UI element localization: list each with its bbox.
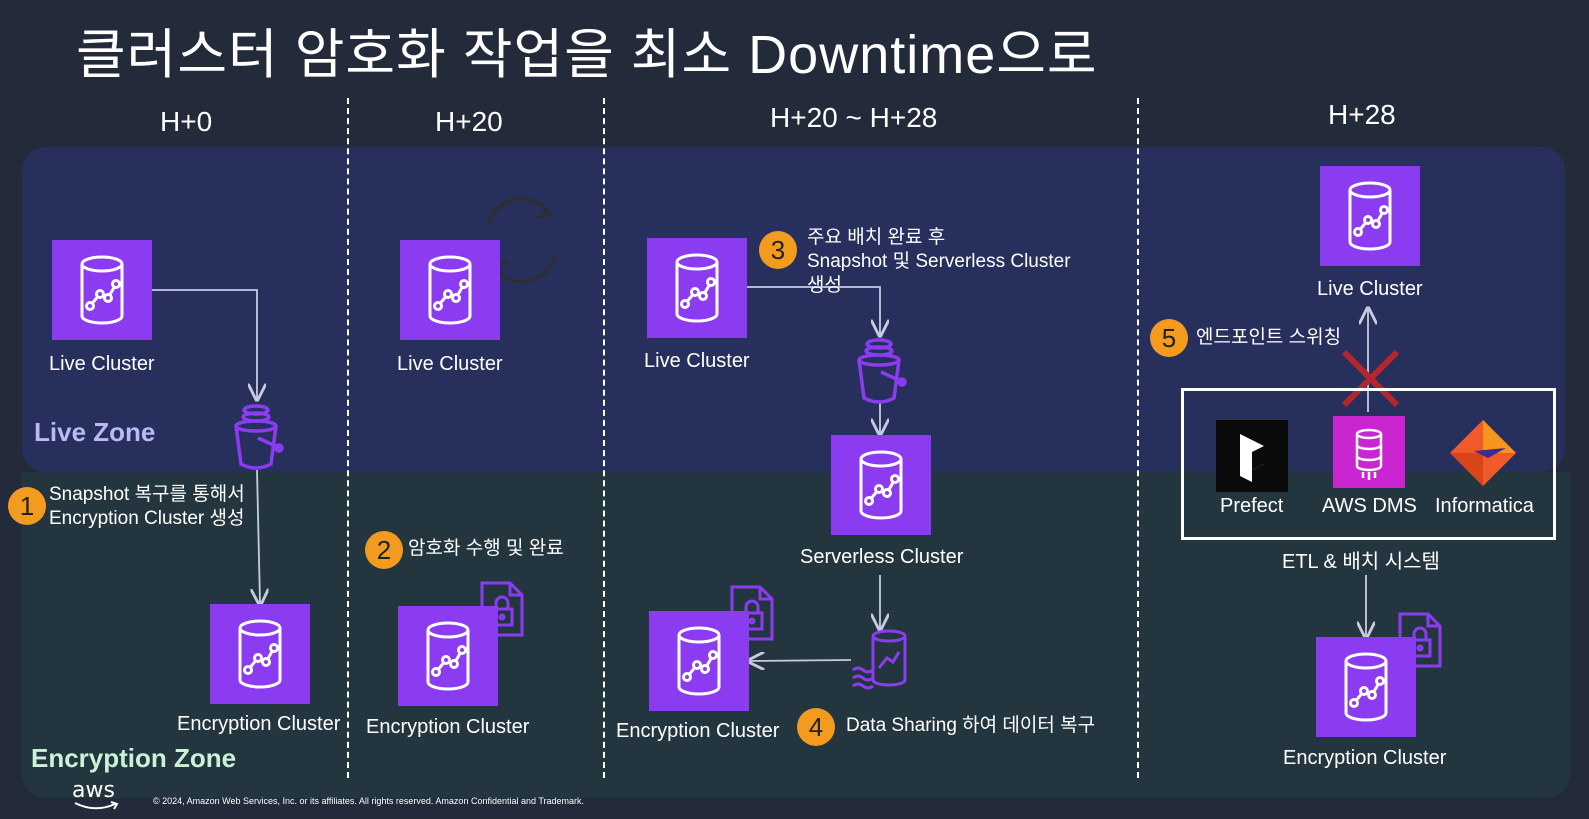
live-cluster-icon (1320, 166, 1420, 266)
step-4-badge: 4 (797, 708, 835, 746)
phase-h28: H+28 (1328, 99, 1396, 130)
aws-dms-label: AWS DMS (1322, 495, 1417, 517)
aws-dms-icon (1333, 416, 1405, 488)
step-3-line3: 생성 (807, 275, 842, 296)
step-5-badge: 5 (1150, 319, 1188, 357)
live-cluster-icon (400, 240, 500, 340)
data-sharing-icon (852, 629, 907, 690)
step-1-note: Snapshot 복구를 통해서 Encryption Cluster 생성 (49, 483, 245, 531)
live-cluster-label: Live Cluster (49, 353, 155, 375)
prefect-logo-icon (1216, 420, 1288, 492)
encrypted-file-icon (1398, 612, 1442, 668)
live-cluster-label: Live Cluster (644, 350, 750, 372)
phase-h0: H+0 (160, 106, 213, 137)
phase-h20: H+20 (435, 106, 503, 137)
informatica-label: Informatica (1435, 495, 1534, 517)
step-3-line1: 주요 배치 완료 후 (807, 227, 946, 248)
serverless-cluster-icon (831, 435, 931, 535)
copyright-footer: © 2024, Amazon Web Services, Inc. or its… (153, 796, 585, 806)
encryption-cluster-label: Encryption Cluster (366, 716, 530, 738)
live-cluster-icon (647, 238, 747, 338)
encryption-cluster-icon (210, 604, 310, 704)
serverless-cluster-label: Serverless Cluster (800, 546, 964, 568)
live-cluster-label: Live Cluster (397, 353, 503, 375)
step-3-badge: 3 (759, 231, 797, 269)
phase-divider (347, 98, 349, 778)
step-2-note: 암호화 수행 및 완료 (408, 538, 564, 559)
step-5-note: 엔드포인트 스위칭 (1196, 327, 1342, 348)
etl-caption: ETL & 배치 시스템 (1282, 551, 1440, 573)
aws-logo: aws (72, 778, 115, 803)
prefect-label: Prefect (1220, 495, 1284, 517)
phase-divider (1137, 98, 1139, 778)
encryption-cluster-icon (398, 606, 498, 706)
encryption-cluster-label: Encryption Cluster (616, 720, 780, 742)
snapshot-bucket-icon (857, 338, 907, 404)
phase-h20-h28: H+20 ~ H+28 (770, 102, 938, 133)
phase-divider (603, 98, 605, 778)
page-title: 클러스터 암호화 작업을 최소 Downtime으로 (76, 25, 1098, 85)
encryption-cluster-label: Encryption Cluster (1283, 747, 1447, 769)
step-1-badge: 1 (8, 487, 46, 525)
aws-smile-icon (74, 801, 119, 810)
step-1-line2: Encryption Cluster 생성 (49, 508, 245, 529)
step-3-line2: Snapshot 및 Serverless Cluster (807, 251, 1071, 272)
live-cluster-label: Live Cluster (1317, 278, 1423, 300)
encrypted-file-icon (480, 581, 524, 637)
step-2-badge: 2 (365, 531, 403, 569)
live-zone-label: Live Zone (34, 417, 156, 447)
encryption-zone-label: Encryption Zone (31, 743, 237, 773)
informatica-logo-icon (1450, 420, 1516, 486)
live-cluster-icon (52, 240, 152, 340)
encrypted-file-icon (730, 585, 774, 641)
snapshot-bucket-icon (234, 404, 284, 470)
encryption-cluster-label: Encryption Cluster (177, 713, 341, 735)
etl-batch-system-box (1181, 388, 1556, 540)
step-4-note: Data Sharing 하여 데이터 복구 (846, 715, 1096, 736)
step-3-note: 주요 배치 완료 후 Snapshot 및 Serverless Cluster… (807, 226, 1071, 298)
step-1-line1: Snapshot 복구를 통해서 (49, 484, 245, 505)
